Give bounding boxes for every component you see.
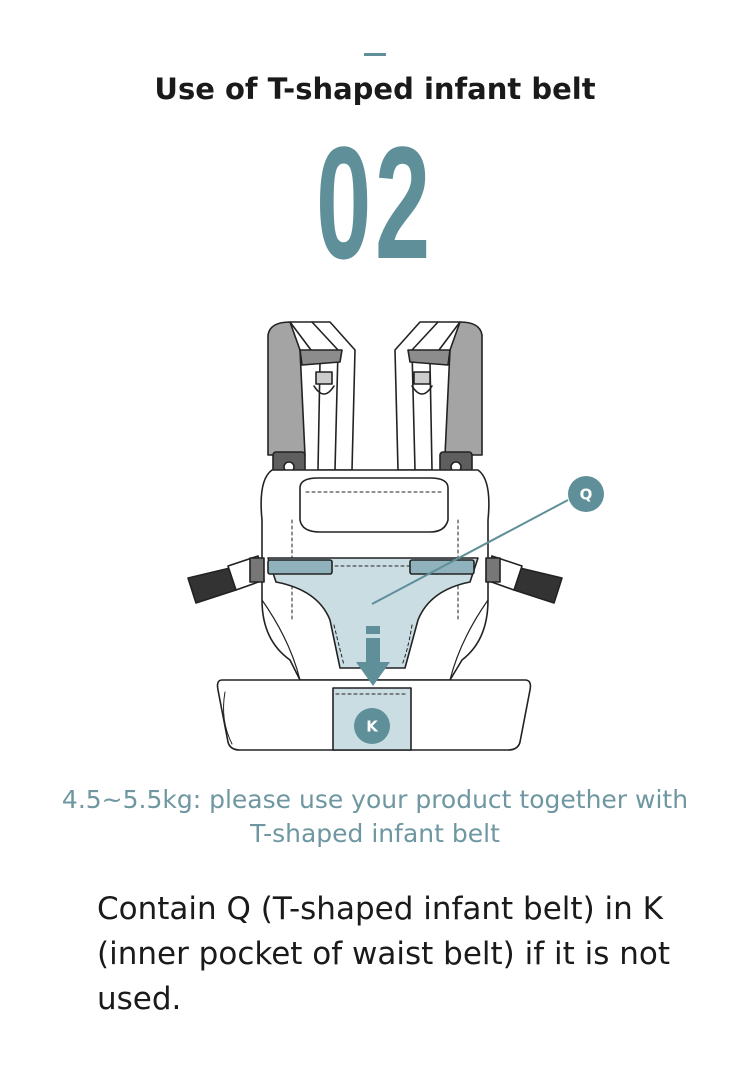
- down-arrow: [356, 626, 390, 686]
- right-strap-padding: [444, 321, 483, 456]
- q-badge: Q: [568, 476, 604, 512]
- headrest: [299, 477, 449, 533]
- baby-carrier-diagram: Q K: [187, 321, 604, 751]
- t-shaped-infant-belt: [267, 557, 479, 669]
- left-strap-padding: [267, 321, 306, 456]
- q-leader-line: [371, 499, 569, 605]
- page-title: Use of T-shaped infant belt: [154, 72, 596, 106]
- k-label: K: [366, 718, 379, 736]
- accent-dash: [364, 53, 386, 56]
- right-side-buckle: [513, 567, 563, 604]
- k-badge: K: [354, 708, 390, 744]
- weight-caption: 4.5~5.5kg: please use your product toget…: [61, 785, 689, 848]
- q-label: Q: [580, 486, 593, 504]
- left-side-buckle: [187, 567, 237, 604]
- step-number: 02: [316, 113, 434, 292]
- usage-description: Contain Q (T-shaped infant belt) in K (i…: [97, 891, 671, 1017]
